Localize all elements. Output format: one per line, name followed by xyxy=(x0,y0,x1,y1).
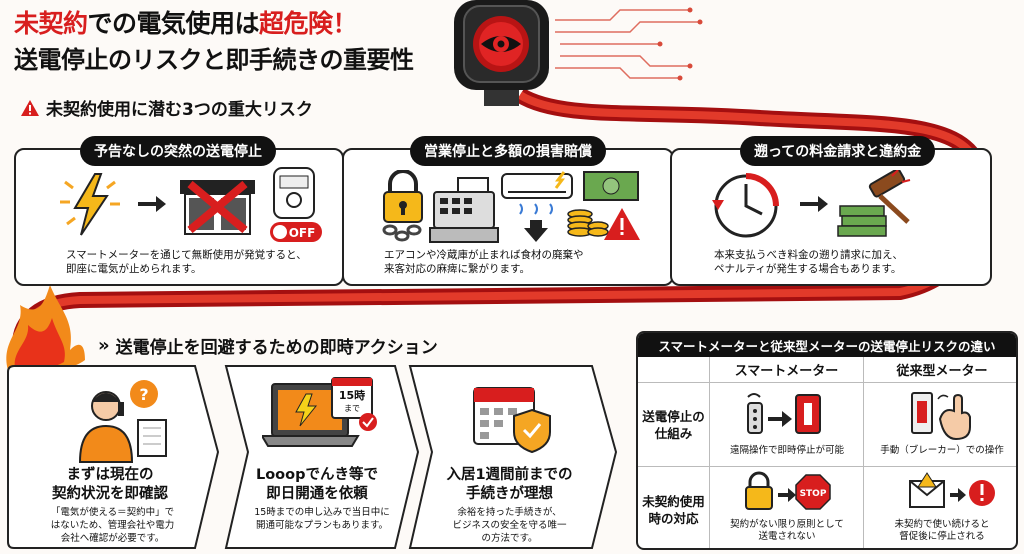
title-red-part-2: 超危険！ xyxy=(259,9,358,38)
lightning-icon xyxy=(60,173,120,236)
cell-legacy-response-text: 未契約で使い続けると 督促後に停止される xyxy=(894,519,990,542)
breaker-hand-icon xyxy=(911,392,971,441)
cell-smart-mechanism: 遠隔操作で即時停止が可能 xyxy=(710,383,864,467)
row-label-response: 未契約使用 時の対応 xyxy=(638,467,710,548)
padlock-chain-icon xyxy=(382,170,423,242)
cell-smart-response-text: 契約がない限り原則として 送電されない xyxy=(730,519,844,542)
gavel-money-icon xyxy=(837,170,911,237)
laptop-icon: 15時 まで xyxy=(262,377,377,447)
action-card-1-text: 「電気が使える＝契約中」で はないため、管理会社や電力 会社へ確認が必要です。 xyxy=(50,507,175,544)
risk-card-2-text: エアコンや冷蔵庫が止まれば食材の廃棄や 来客対応の麻痺に繋がります。 xyxy=(384,249,584,275)
calendar-shield-icon xyxy=(473,387,551,454)
person-phone-icon: ? xyxy=(78,380,167,463)
cell-smart-response: STOP 契約がない限り原則として 送電されない xyxy=(710,467,864,548)
cell-legacy-response: 未契約で使い続けると 督促後に停止される xyxy=(864,467,1016,548)
page-title: 未契約での電気使用は超危険！ xyxy=(14,4,358,40)
off-label: OFF xyxy=(289,226,316,240)
stop-label: STOP xyxy=(800,489,827,499)
action-card-2-text: 15時までの申し込みで当日中に 開通可能なプランもあります。 xyxy=(254,507,390,531)
row-label-mechanism: 送電停止の 仕組み xyxy=(638,383,710,467)
page-subtitle: 送電停止のリスクと即手続きの重要性 xyxy=(14,46,414,74)
actions-heading: » 送電停止を回避するための即時アクション xyxy=(98,333,438,358)
badge-line-1: 15時 xyxy=(339,388,365,402)
double-chevron-icon: » xyxy=(98,335,110,356)
arrow-right-icon-2 xyxy=(800,196,828,212)
column-header-legacy: 従来型メーター xyxy=(864,357,1016,383)
closed-shop-icon xyxy=(180,180,255,235)
risk-card-1-text: スマートメーターを通じて無断使用が発覚すると、 即座に電気が止められます。 xyxy=(66,249,307,275)
arrow-right-icon xyxy=(138,196,166,212)
risks-heading: 未契約使用に潜む3つの重大リスク xyxy=(20,95,313,120)
title-red-part: 未契約 xyxy=(14,9,88,38)
cell-legacy-mechanism: 手動（ブレーカー）での操作 xyxy=(864,383,1016,467)
risk-card-3-text: 本来支払うべき料金の遡り請求に加え、 ペナルティが発生する場合もあります。 xyxy=(714,249,903,275)
cell-legacy-mechanism-text: 手動（ブレーカー）での操作 xyxy=(880,445,1004,456)
alert-eye-icon xyxy=(454,0,549,106)
action-card-3-text: 余裕を持った手続きが、 ビジネスの安全を守る唯一 の方法です。 xyxy=(452,507,567,544)
risk-card-2-title: 営業停止と多額の損害賠償 xyxy=(410,136,606,166)
risk-card-3-title: 遡っての料金請求と違約金 xyxy=(740,136,936,166)
money-coins-warning-icon xyxy=(567,171,640,240)
column-header-smart: スマートメーター xyxy=(710,357,864,383)
actions-heading-text: 送電停止を回避するための即時アクション xyxy=(115,338,438,358)
air-conditioner-icon xyxy=(501,171,573,242)
svg-text:?: ? xyxy=(139,385,148,404)
badge-line-2: まで xyxy=(344,404,360,413)
clock-icon xyxy=(712,173,779,238)
cell-smart-mechanism-text: 遠隔操作で即時停止が可能 xyxy=(729,445,844,456)
table-corner-cell xyxy=(638,357,710,383)
action-card-3-title: 入居1週間前までの 手続きが理想 xyxy=(446,467,573,502)
action-card-2-title: Looopでんき等で 即日開通を依頼 xyxy=(255,467,378,502)
comparison-table: スマートメーターと従来型メーターの送電停止リスクの違い スマートメーター 従来型… xyxy=(636,331,1018,550)
risk-card-1-title: 予告なしの突然の送電停止 xyxy=(80,136,276,166)
title-middle-part: での電気使用は xyxy=(87,9,260,38)
cash-register-icon xyxy=(429,177,499,243)
remote-control-icon xyxy=(747,393,821,434)
lock-stop-icon: STOP xyxy=(745,471,831,510)
meter-off-icon: OFF xyxy=(270,167,322,242)
envelope-alert-icon xyxy=(909,472,995,508)
warning-icon xyxy=(21,99,39,116)
risks-heading-text: 未契約使用に潜む3つの重大リスク xyxy=(46,100,313,120)
action-card-1-title: まずは現在の 契約状況を即確認 xyxy=(52,467,168,502)
comparison-title: スマートメーターと従来型メーターの送電停止リスクの違い xyxy=(638,333,1016,357)
